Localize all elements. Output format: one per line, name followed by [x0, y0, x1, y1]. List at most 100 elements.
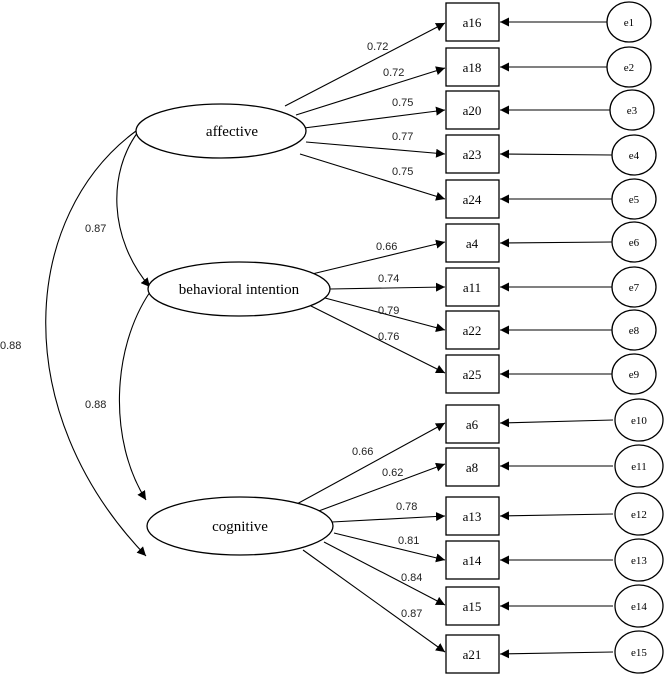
loading-label: 0.87 [401, 608, 422, 620]
indicator-label: a6 [466, 417, 479, 432]
indicator-a6[interactable]: a6 [445, 404, 500, 444]
error-path [499, 238, 613, 248]
error-paths [499, 17, 614, 659]
error-label: e15 [631, 647, 647, 659]
indicator-label: a4 [466, 236, 479, 251]
loading-label: 0.76 [378, 331, 399, 343]
loading-label: 0.84 [401, 572, 422, 584]
loading-label: 0.62 [382, 467, 403, 479]
loading-labels: 0.72 0.72 0.75 0.77 0.75 0.66 0.74 0.79 … [352, 41, 422, 620]
error-e10[interactable]: e10 [614, 398, 664, 442]
error-e15[interactable]: e15 [614, 630, 664, 674]
error-label: e4 [629, 150, 640, 162]
latent-oval[interactable] [135, 103, 307, 159]
error-label: e5 [629, 194, 640, 206]
error-e13[interactable]: e13 [614, 538, 664, 582]
latent-label: affective [206, 124, 259, 140]
correlation-label: 0.88 [85, 399, 106, 411]
error-e1[interactable]: e1 [606, 1, 652, 43]
loading-path [310, 305, 446, 374]
error-label: e10 [631, 415, 647, 427]
loading-path [284, 22, 446, 107]
error-terms: e1 e2 e3 e4 e5 e6 e7 e8 e9 e10 e11 e12 e… [606, 1, 664, 674]
loading-label: 0.75 [392, 97, 413, 109]
loading-path [324, 297, 446, 333]
error-e2[interactable]: e2 [606, 46, 652, 88]
correlation-curves [45, 122, 159, 557]
error-e3[interactable]: e3 [609, 89, 655, 131]
loading-paths [284, 22, 446, 653]
error-label: e9 [629, 369, 640, 381]
loading-path [329, 282, 446, 292]
indicator-a15[interactable]: a15 [445, 586, 500, 626]
latent-label: behavioral intention [179, 282, 300, 298]
error-e4[interactable]: e4 [611, 134, 657, 176]
indicator-a21[interactable]: a21 [445, 634, 500, 674]
loading-label: 0.79 [378, 305, 399, 317]
indicator-label: a16 [463, 15, 482, 30]
indicator-label: a20 [463, 103, 482, 118]
error-label: e13 [631, 555, 647, 567]
indicator-a13[interactable]: a13 [445, 496, 500, 536]
loading-path [323, 541, 446, 606]
correlation-curve-affective-cognitive [45, 122, 147, 557]
latent-cognitive[interactable]: cognitive [146, 496, 334, 556]
error-e12[interactable]: e12 [614, 492, 664, 536]
indicator-a23[interactable]: a23 [445, 134, 500, 174]
indicator-label: a21 [463, 647, 482, 662]
loading-path [299, 153, 446, 201]
indicator-label: a14 [463, 553, 482, 568]
indicator-label: a11 [463, 280, 481, 295]
error-e6[interactable]: e6 [611, 221, 657, 263]
latent-label: cognitive [212, 519, 268, 535]
latent-behavioral-intention[interactable]: behavioral intention [147, 261, 331, 317]
indicator-a24[interactable]: a24 [445, 179, 500, 219]
error-path [499, 418, 614, 428]
indicator-a14[interactable]: a14 [445, 540, 500, 580]
error-e5[interactable]: e5 [611, 178, 657, 220]
error-path [499, 149, 613, 159]
correlation-label: 0.88 [0, 340, 21, 352]
loading-label: 0.78 [396, 501, 417, 513]
indicator-a18[interactable]: a18 [445, 47, 500, 87]
error-label: e7 [629, 282, 640, 294]
error-path [499, 511, 614, 521]
error-e9[interactable]: e9 [611, 353, 657, 395]
indicator-a11[interactable]: a11 [445, 267, 500, 307]
indicator-label: a23 [463, 147, 482, 162]
error-e7[interactable]: e7 [611, 266, 657, 308]
correlation-label: 0.87 [85, 223, 106, 235]
error-label: e8 [629, 325, 640, 337]
correlation-curve-behavioral-cognitive [118, 282, 159, 501]
loading-label: 0.66 [376, 241, 397, 253]
indicator-a8[interactable]: a8 [445, 447, 500, 487]
error-label: e3 [627, 105, 638, 117]
loading-label: 0.75 [392, 166, 413, 178]
indicator-boxes: a16 a18 a20 a23 a24 a4 a11 a22 a25 a6 a8… [445, 2, 500, 674]
error-label: e6 [629, 237, 640, 249]
loading-path [302, 549, 446, 653]
latent-oval[interactable] [147, 261, 331, 317]
correlation-curve-affective-behavioral [116, 122, 151, 288]
indicator-label: a25 [463, 367, 482, 382]
latent-oval[interactable] [146, 496, 334, 556]
error-e8[interactable]: e8 [611, 309, 657, 351]
loading-label: 0.77 [392, 131, 413, 143]
loading-label: 0.72 [383, 67, 404, 79]
error-label: e2 [624, 62, 634, 74]
loading-label: 0.72 [367, 41, 388, 53]
indicator-label: a13 [463, 509, 482, 524]
error-label: e11 [631, 461, 646, 473]
indicator-a4[interactable]: a4 [445, 223, 500, 263]
loading-path [294, 422, 446, 506]
indicator-a20[interactable]: a20 [445, 90, 500, 130]
latent-affective[interactable]: affective [135, 103, 307, 159]
error-label: e14 [631, 601, 647, 613]
error-e14[interactable]: e14 [614, 584, 664, 628]
loading-label: 0.74 [378, 273, 399, 285]
indicator-a16[interactable]: a16 [445, 2, 500, 42]
indicator-a22[interactable]: a22 [445, 310, 500, 350]
indicator-a25[interactable]: a25 [445, 354, 500, 394]
loading-path [295, 66, 446, 116]
error-e11[interactable]: e11 [614, 444, 664, 488]
